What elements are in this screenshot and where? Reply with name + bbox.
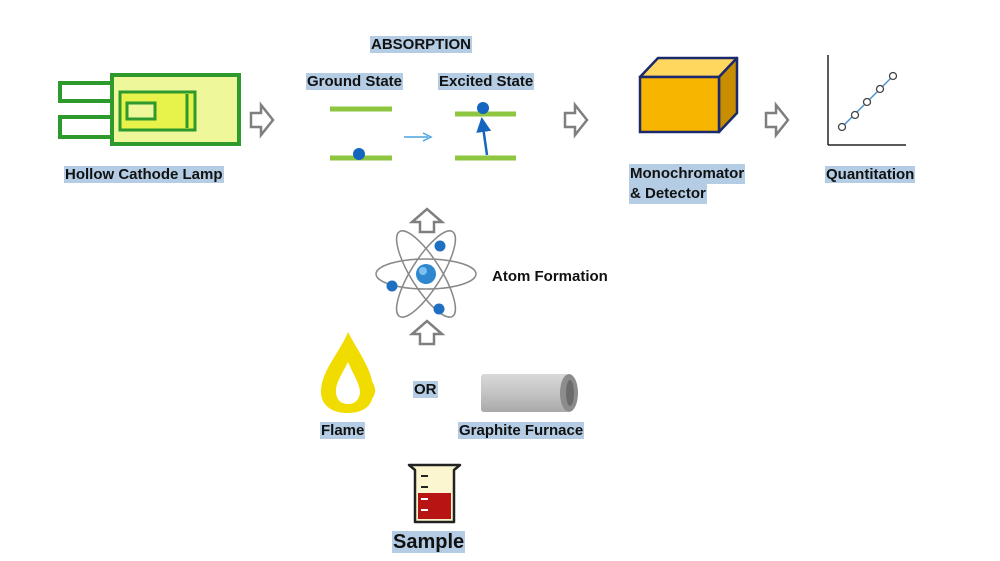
electron-icon xyxy=(477,102,489,114)
calibration-plot-icon xyxy=(827,55,906,146)
beaker-icon xyxy=(407,463,462,524)
flame-icon xyxy=(320,332,376,413)
hollow-cathode-lamp-label: Hollow Cathode Lamp xyxy=(64,166,224,183)
monochromator-detector-label: Monochromator & Detector xyxy=(629,164,746,204)
ground-state-label: Ground State xyxy=(306,73,404,90)
ground-state-levels xyxy=(330,106,392,161)
flame-label: Flame xyxy=(320,422,366,439)
electron-icon xyxy=(353,148,365,160)
outline-arrow-icon xyxy=(408,207,446,346)
atom-formation-label: Atom Formation xyxy=(492,268,608,285)
graphite-furnace-icon xyxy=(481,374,578,412)
hollow-cathode-lamp-icon xyxy=(58,73,241,146)
transition-arrow-icon xyxy=(404,132,433,142)
outline-arrow-icon xyxy=(249,101,790,139)
quantitation-label: Quantitation xyxy=(825,166,916,183)
atom-icon xyxy=(375,230,477,318)
sample-label: Sample xyxy=(392,531,466,553)
excited-state-levels xyxy=(455,102,516,161)
or-label: OR xyxy=(413,381,438,398)
monochromator-box-icon xyxy=(638,56,739,134)
graphite-furnace-label: Graphite Furnace xyxy=(458,422,585,439)
excited-state-label: Excited State xyxy=(438,73,535,90)
absorption-label: ABSORPTION xyxy=(370,36,473,53)
